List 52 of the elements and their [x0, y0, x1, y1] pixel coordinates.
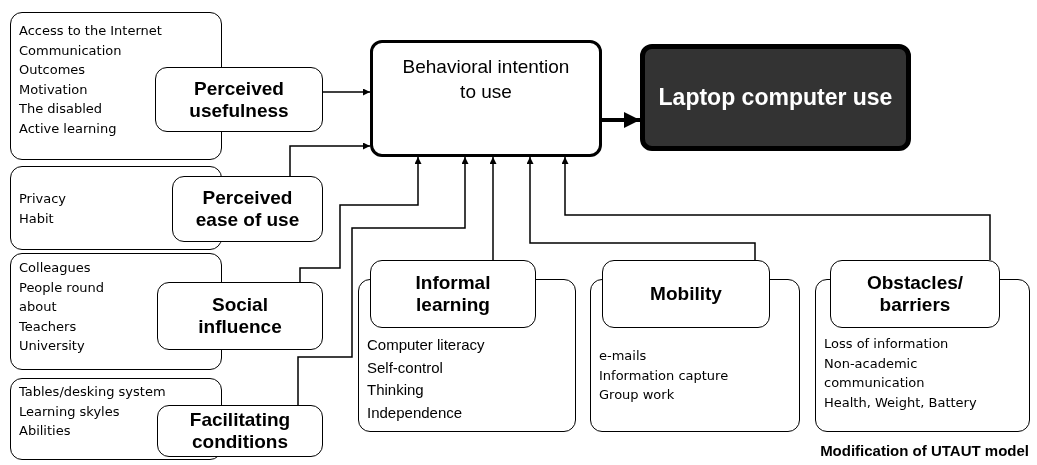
factor-label: Social influence [197, 294, 283, 338]
factor-item: Non-academic communication [824, 354, 926, 392]
factor-box [830, 260, 1000, 328]
factor-item: Self-control [367, 357, 443, 378]
factor-item: The disabled [19, 100, 103, 118]
factor-item: e-mails [599, 347, 647, 365]
factor-box [370, 260, 536, 328]
factor-item: Information capture [599, 366, 729, 385]
factor-item: University [19, 337, 85, 355]
outcome-box [640, 44, 911, 151]
factor-item: Tables/desking system [19, 383, 166, 401]
factor-label: Perceived usefulness [188, 77, 290, 122]
arrow [289, 142, 371, 177]
box-label: Laptop computer use [658, 84, 893, 111]
factor-label: Obstacles/ barriers [865, 272, 965, 316]
arrow [489, 156, 497, 261]
arrow [297, 156, 469, 406]
factor-item: Computer literacy [367, 335, 485, 355]
factor-item: Loss of information [824, 335, 949, 353]
factor-box [602, 260, 770, 328]
factor-item: Thinking [367, 380, 424, 400]
factor-label: Mobility [650, 283, 722, 305]
arrow [322, 88, 371, 96]
factor-item: Active learning [19, 119, 117, 138]
factor-item: Communication [19, 41, 122, 60]
factor-item: People round about [19, 278, 106, 316]
arrow [526, 156, 756, 261]
factor-item: Motivation [19, 80, 88, 99]
caption: Modification of UTAUT model [820, 442, 1029, 459]
factor-box [157, 405, 323, 457]
factor-item: Teachers [19, 317, 77, 336]
factor-label: Facilitating conditions [188, 409, 292, 453]
factor-item: Group work [599, 386, 675, 404]
factor-item: Colleagues [19, 259, 91, 277]
factor-label: Perceived ease of use [194, 187, 301, 231]
factor-item: Learning skyles [19, 402, 120, 421]
factor-box [172, 176, 323, 242]
factor-item: Abilities [19, 422, 71, 440]
factor-item: Health, Weight, Battery [824, 393, 977, 412]
factor-item: Access to the Internet [19, 22, 162, 40]
factor-item: Independence [367, 402, 463, 423]
intention-box [370, 40, 602, 157]
factor-item: Privacy [19, 190, 67, 208]
arrow [299, 156, 422, 283]
factor-box [157, 282, 323, 350]
box-label: Behavioral intention to use [401, 55, 571, 104]
arrow [602, 112, 640, 128]
factor-item: Habit [19, 209, 54, 228]
factor-box [155, 67, 323, 132]
factor-label: Informal learning [414, 272, 492, 316]
arrow [561, 156, 991, 261]
factor-item: Outcomes [19, 61, 86, 79]
